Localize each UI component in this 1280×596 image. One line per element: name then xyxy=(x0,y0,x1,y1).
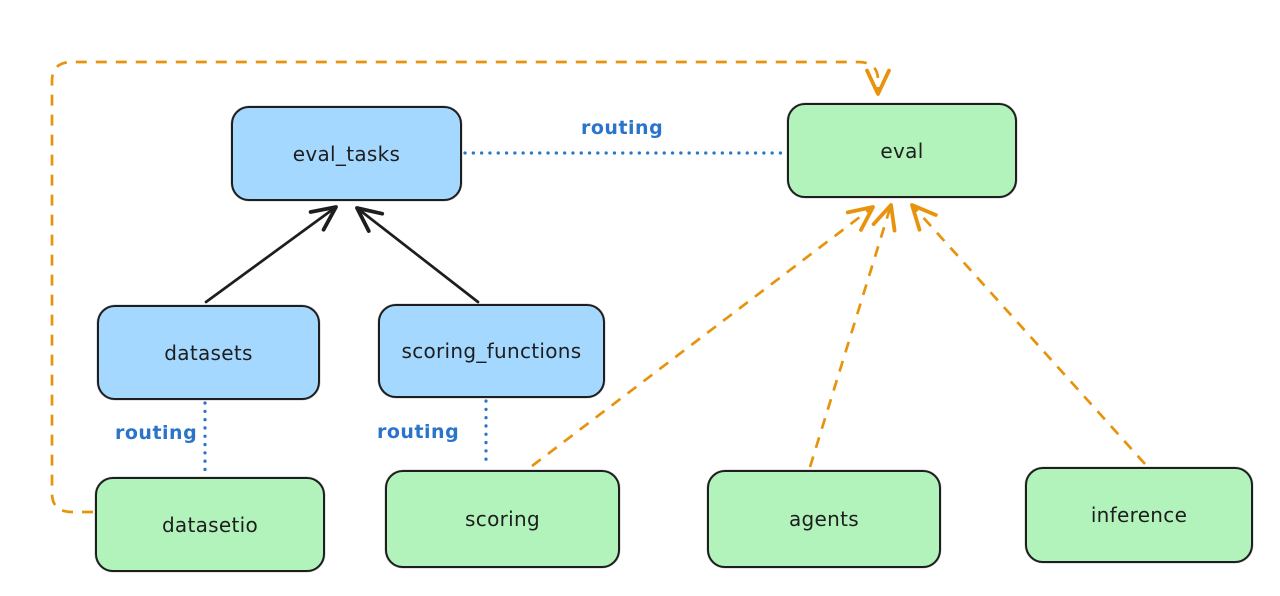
edge-label-routing-eval-tasks-eval: routing xyxy=(581,117,664,139)
node-eval-tasks[interactable]: eval_tasks xyxy=(231,106,462,201)
edge-label-routing-datasets-datasetio: routing xyxy=(115,422,198,444)
node-datasets[interactable]: datasets xyxy=(97,305,320,400)
node-eval-label: eval xyxy=(880,138,924,163)
node-agents-label: agents xyxy=(789,507,859,531)
edge-datasets-to-eval-tasks[interactable] xyxy=(204,205,338,304)
node-datasetio-label: datasetio xyxy=(161,512,259,537)
node-datasetio[interactable]: datasetio xyxy=(95,477,325,572)
node-scoring-functions-label: scoring_functions xyxy=(401,339,582,363)
node-scoring-functions[interactable]: scoring_functions xyxy=(378,304,605,398)
edge-agents-to-eval[interactable] xyxy=(808,203,897,468)
node-inference[interactable]: inference xyxy=(1025,467,1253,563)
node-scoring[interactable]: scoring xyxy=(385,470,620,568)
edge-scoring-functions-to-eval-tasks[interactable] xyxy=(355,206,480,304)
node-scoring-label: scoring xyxy=(465,507,540,531)
edge-label-routing-scoring-functions-scoring: routing xyxy=(377,421,460,443)
node-eval[interactable]: eval xyxy=(787,103,1017,198)
node-agents[interactable]: agents xyxy=(707,470,941,568)
node-datasets-label: datasets xyxy=(164,340,253,365)
node-eval-tasks-label: eval_tasks xyxy=(292,141,401,166)
edge-datasetio-to-eval[interactable] xyxy=(50,60,891,514)
edge-inference-to-eval[interactable] xyxy=(910,203,1147,465)
node-inference-label: inference xyxy=(1090,503,1188,527)
